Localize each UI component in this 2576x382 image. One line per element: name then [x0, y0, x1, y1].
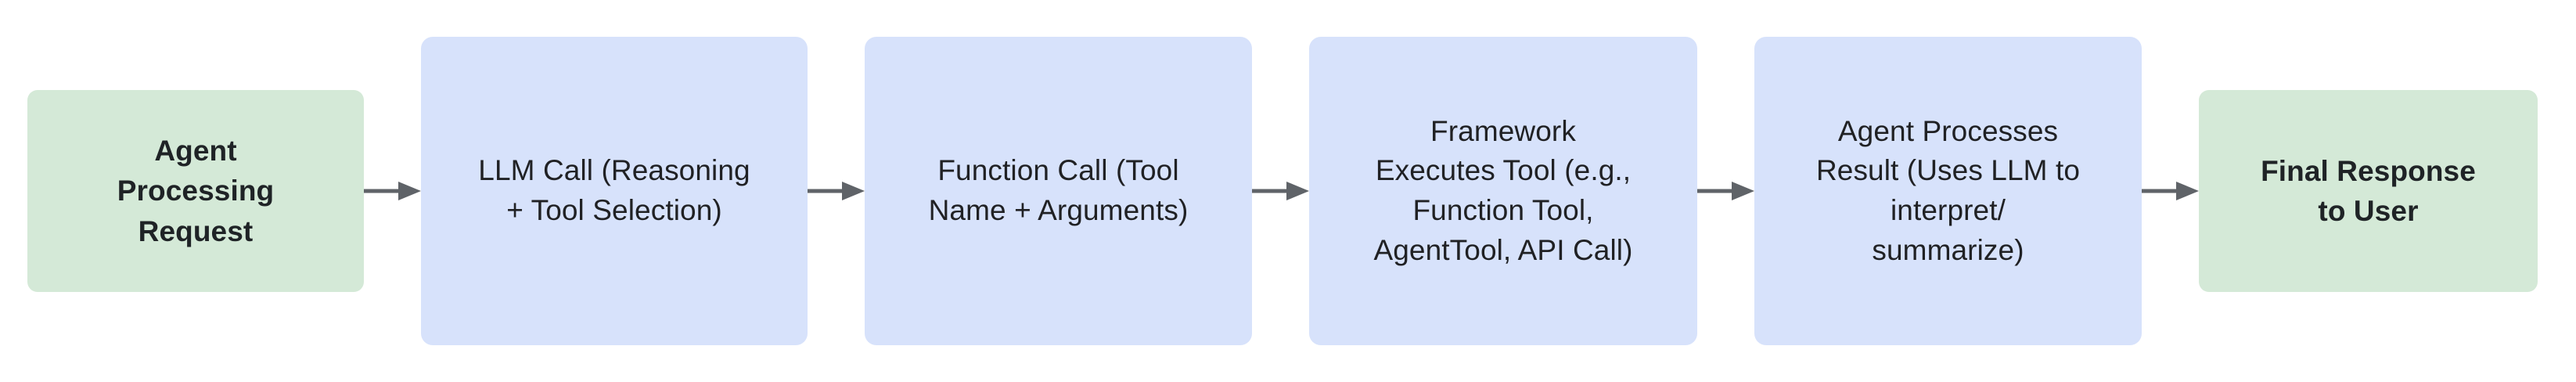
node-llm-call[interactable]: LLM Call (Reasoning + Tool Selection)	[421, 37, 808, 345]
connector-n1-to-n2	[364, 37, 421, 345]
node-label: Agent Processing Request	[117, 135, 275, 247]
connector-n2-to-n3	[808, 37, 865, 345]
node-label: Framework Executes Tool (e.g., Function …	[1373, 114, 1633, 266]
arrow-right-icon	[1252, 182, 1309, 200]
node-final-response-to-user[interactable]: Final Response to User	[2199, 90, 2538, 292]
node-label: Function Call (Tool Name + Arguments)	[928, 154, 1189, 226]
node-label: Agent Processes Result (Uses LLM to inte…	[1815, 114, 2081, 266]
arrow-right-icon	[808, 182, 865, 200]
node-label: LLM Call (Reasoning + Tool Selection)	[478, 154, 750, 226]
connector-n5-to-n6	[2142, 37, 2199, 345]
arrow-right-icon	[1697, 182, 1754, 200]
connector-n3-to-n4	[1252, 37, 1309, 345]
connector-n4-to-n5	[1697, 37, 1754, 345]
node-agent-processes-result[interactable]: Agent Processes Result (Uses LLM to inte…	[1754, 37, 2142, 345]
node-framework-executes-tool[interactable]: Framework Executes Tool (e.g., Function …	[1309, 37, 1697, 345]
arrow-right-icon	[364, 182, 421, 200]
node-agent-processing-request[interactable]: Agent Processing Request	[27, 90, 364, 292]
node-function-call[interactable]: Function Call (Tool Name + Arguments)	[865, 37, 1252, 345]
arrow-right-icon	[2142, 182, 2199, 200]
node-label: Final Response to User	[2261, 154, 2476, 227]
